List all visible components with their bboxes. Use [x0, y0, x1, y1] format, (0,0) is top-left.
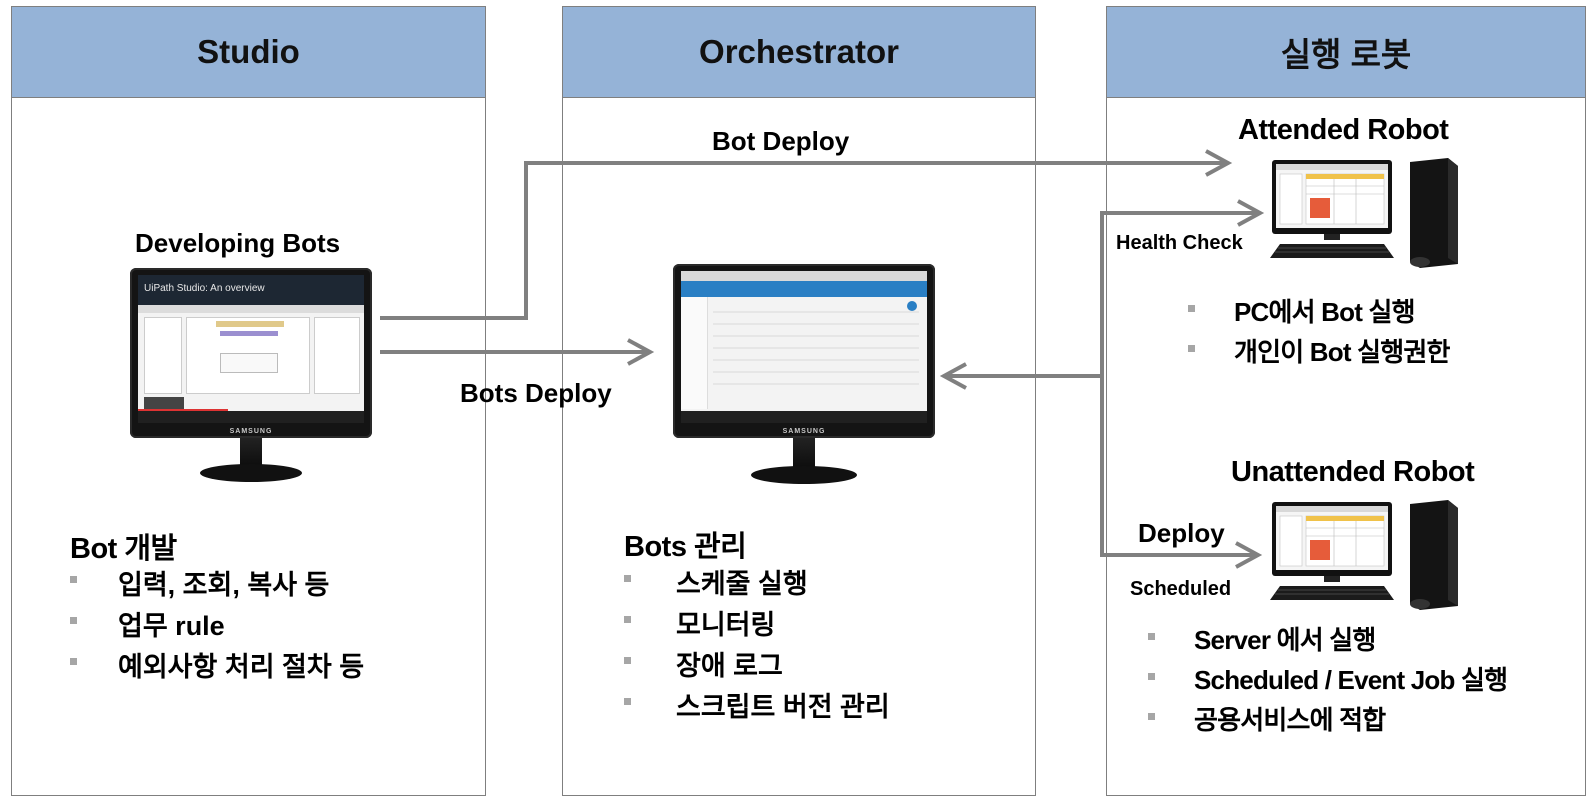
flow-arrows	[380, 149, 1265, 569]
orchestrator-bullet-item: 스크립트 버전 관리	[624, 685, 890, 726]
orchestrator-monitor-icon: SAMSUNG	[673, 264, 935, 492]
deploy-arrowhead	[1235, 541, 1263, 569]
attended-bullet-item: PC에서 Bot 실행	[1188, 292, 1450, 332]
bot-deploy-arrowhead	[1205, 149, 1233, 177]
studio-bullet-list: 입력, 조회, 복사 등 업무 rule 예외사항 처리 절차 등	[70, 563, 364, 686]
orchestrator-header: Orchestrator	[563, 7, 1035, 98]
robots-panel: 실행 로봇	[1106, 6, 1586, 796]
studio-panel: Studio	[11, 6, 486, 796]
studio-bullet-item: 입력, 조회, 복사 등	[70, 563, 364, 604]
bot-deploy-arrow-right-icon	[380, 161, 1228, 320]
robots-header: 실행 로봇	[1107, 7, 1585, 98]
orchestrator-section-title: Bots 관리	[624, 531, 747, 563]
health-check-arrowhead	[1237, 199, 1265, 227]
attended-robot-title: Attended Robot	[1238, 114, 1449, 146]
orchestrator-bullet-item: 모니터링	[624, 603, 890, 644]
health-check-label: Health Check	[1116, 232, 1243, 254]
deploy-label: Deploy	[1138, 518, 1225, 548]
orchestrator-bullet-list: 스케줄 실행 모니터링 장애 로그 스크립트 버전 관리	[624, 562, 890, 726]
bots-deploy-label: Bots Deploy	[460, 378, 612, 408]
studio-screen: UiPath Studio: An overview	[138, 275, 364, 423]
studio-monitor-icon: UiPath Studio: An overview SAMSUNG	[130, 268, 372, 486]
scheduled-label: Scheduled	[1130, 578, 1232, 600]
studio-section-title: Bot 개발	[70, 533, 177, 565]
unattended-robot-title: Unattended Robot	[1231, 456, 1475, 488]
unattended-bullet-item: Scheduled / Event Job 실행	[1148, 660, 1508, 700]
attended-desktop-pc-icon	[1270, 158, 1470, 270]
studio-header: Studio	[12, 7, 485, 98]
studio-bullet-item: 예외사항 처리 절차 등	[70, 645, 364, 686]
bots-deploy-arrowhead	[627, 338, 655, 366]
report-arrowhead	[939, 362, 967, 390]
bot-deploy-label: Bot Deploy	[712, 126, 850, 156]
unattended-bullet-list: Server 에서 실행 Scheduled / Event Job 실행 공용…	[1148, 620, 1508, 740]
orchestrator-bullet-item: 장애 로그	[624, 644, 890, 685]
studio-screen-title: UiPath Studio: An overview	[144, 283, 265, 294]
attended-bullet-list: PC에서 Bot 실행 개인이 Bot 실행권한	[1188, 292, 1450, 372]
unattended-desktop-pc-icon	[1270, 500, 1470, 612]
attended-bullet-item: 개인이 Bot 실행권한	[1188, 332, 1450, 372]
unattended-bullet-item: 공용서비스에 적합	[1148, 700, 1507, 740]
unattended-bullet-item: Server 에서 실행	[1148, 620, 1507, 660]
studio-bullet-item: 업무 rule	[70, 604, 364, 645]
robot-connector-line	[1100, 211, 1260, 557]
developing-bots-caption: Developing Bots	[135, 228, 341, 258]
orchestrator-screen	[681, 271, 927, 423]
orchestrator-bullet-item: 스케줄 실행	[624, 562, 890, 603]
